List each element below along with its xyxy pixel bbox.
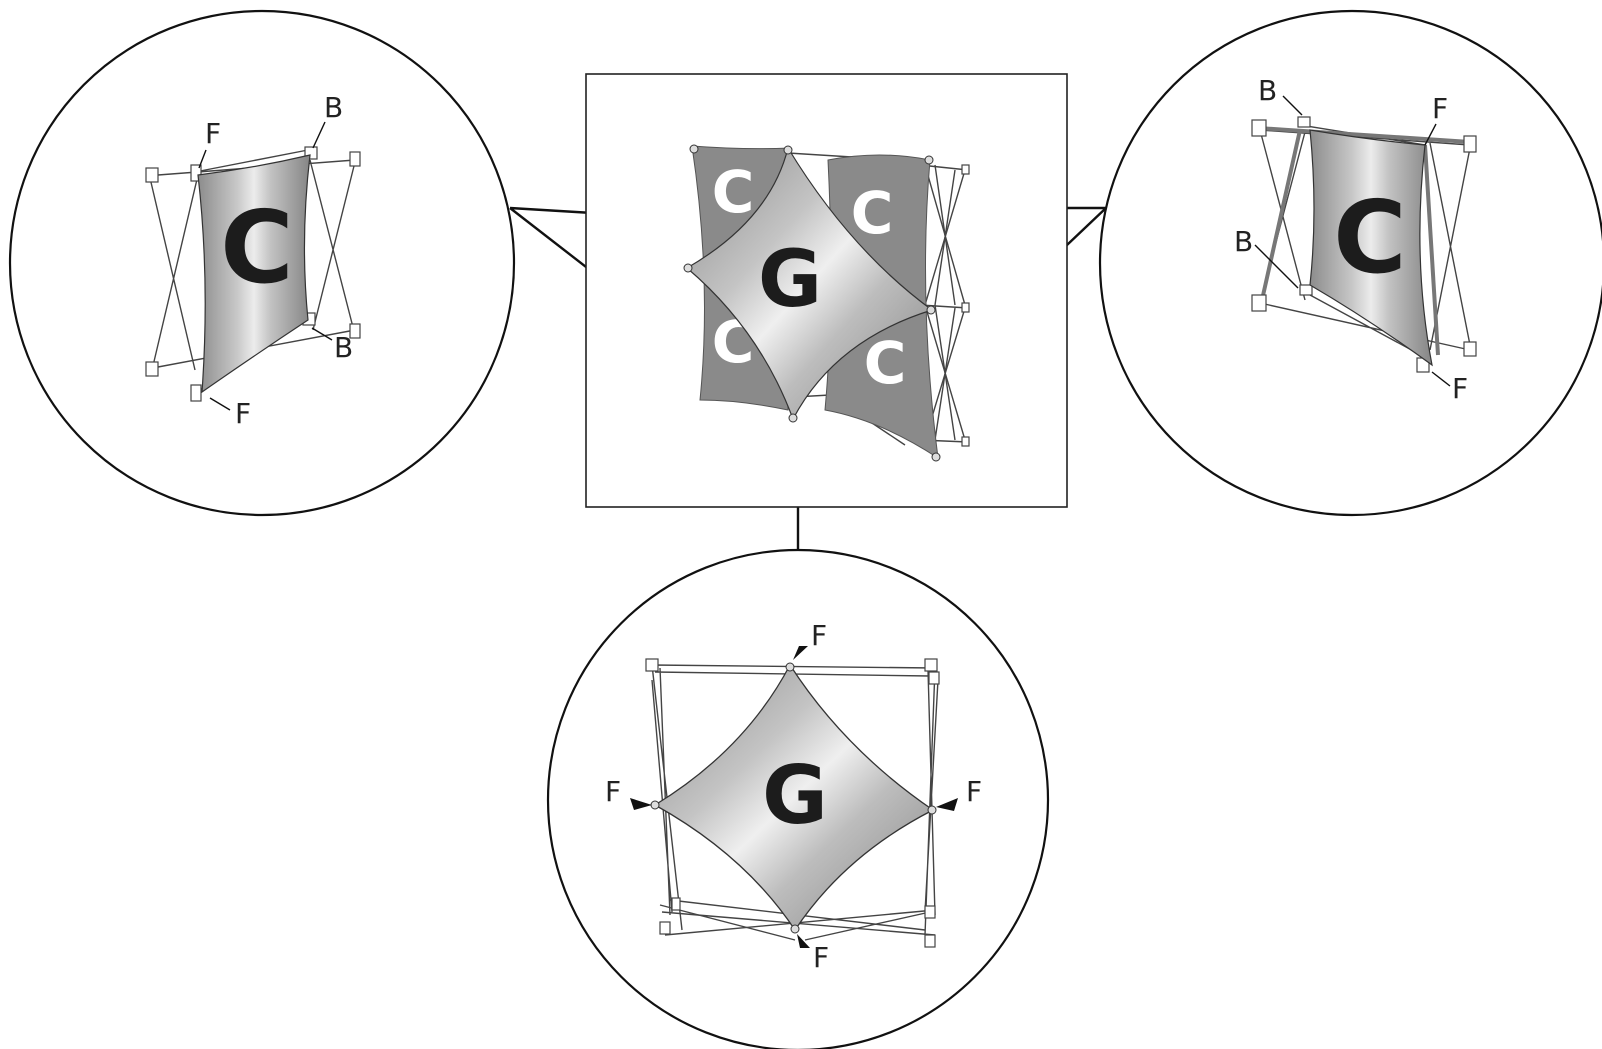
overview-c-bottom-right: C — [864, 329, 907, 397]
bottom-label-f-right: F — [966, 775, 982, 808]
right-arrow-f-bottom — [1431, 371, 1451, 387]
bottom-arrow-f-top — [793, 646, 808, 660]
right-label-f-top: F — [1432, 92, 1448, 125]
left-label-b-top: B — [324, 91, 343, 124]
left-arrow-f-top — [198, 149, 207, 169]
left-arrow-b-top — [312, 121, 326, 149]
bottom-g-letter: G — [762, 749, 828, 842]
left-label-f-bottom: F — [235, 397, 251, 430]
left-c-panel — [197, 154, 311, 394]
right-label-b-top: B — [1258, 74, 1277, 107]
left-arrow-f-bottom — [209, 397, 231, 411]
overview-c-top-left: C — [712, 158, 755, 226]
right-label-b-middle: B — [1234, 225, 1253, 258]
bottom-arrow-f-bottom — [797, 934, 810, 948]
right-arrow-f-top — [1424, 123, 1437, 146]
left-arrow-b-bottom — [311, 327, 333, 341]
overview-g-panel: G — [683, 145, 936, 423]
right-c-panel — [1309, 129, 1433, 367]
bottom-arrow-f-left — [630, 798, 652, 810]
detail-circle-right: C B F B F — [1098, 9, 1602, 517]
bottom-label-f-top: F — [811, 619, 827, 652]
bottom-arrow-f-right — [936, 798, 958, 811]
right-arrow-b-middle — [1254, 244, 1299, 289]
detail-circle-bottom: G F F F F — [546, 548, 1050, 1049]
overview-box: C C C C G — [585, 73, 1068, 508]
right-arrow-b-top — [1282, 95, 1303, 116]
bottom-label-f-bottom: F — [813, 941, 829, 974]
overview-g-letter: G — [758, 235, 822, 325]
overview-c-top-right: C — [851, 179, 894, 247]
right-frame — [1251, 116, 1477, 373]
left-label-b-bottom: B — [334, 331, 353, 364]
left-c-letter: C — [220, 189, 293, 306]
left-label-f-top: F — [205, 117, 221, 150]
detail-circle-left: C F B B F — [8, 9, 516, 517]
bottom-label-f-left: F — [605, 775, 621, 808]
right-c-letter: C — [1333, 179, 1406, 296]
right-label-f-bottom: F — [1452, 372, 1468, 405]
